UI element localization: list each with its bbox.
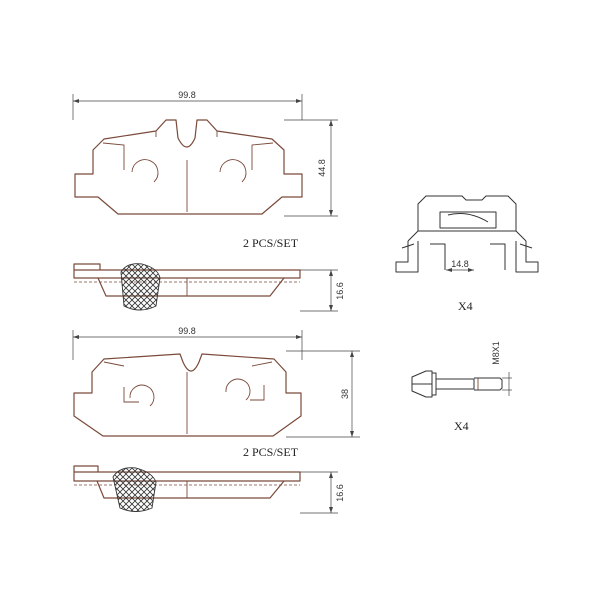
clip-width-dimension: 14.8 xyxy=(446,259,474,272)
front-pad-width-label: 99.8 xyxy=(178,90,196,100)
front-pad-thickness-dimension: 16.6 xyxy=(300,269,345,312)
front-pad-height-label: 44.8 xyxy=(317,159,327,177)
rear-pad-outline xyxy=(73,353,302,437)
rear-pad-height-dimension: 38 xyxy=(286,350,360,438)
rear-pad-height-label: 38 xyxy=(340,389,350,399)
front-pad-height-dimension: 44.8 xyxy=(284,119,338,217)
bolt-thread-label: M8X1 xyxy=(491,341,501,365)
front-pad-view: 99.8 44.8 2 PCS/SET xyxy=(72,90,338,250)
rear-pad-friction-section xyxy=(112,467,157,512)
rear-pad-set-label: 2 PCS/SET xyxy=(243,445,299,459)
bolt-quantity-label: X4 xyxy=(454,419,469,433)
front-pad-outline xyxy=(74,119,303,215)
rear-pad-width-dimension: 99.8 xyxy=(72,326,303,360)
clip-quantity-label: X4 xyxy=(458,299,473,313)
rear-pad-thickness-label: 16.6 xyxy=(335,484,345,502)
rear-pad-width-label: 99.8 xyxy=(178,326,196,336)
front-pad-thickness-label: 16.6 xyxy=(335,282,345,300)
bolt-view: M8X1 X4 xyxy=(411,341,512,433)
rear-pad-side-view: 16.6 xyxy=(73,465,345,514)
rear-pad-view: 99.8 38 2 PCS/SET xyxy=(72,326,360,459)
front-pad-set-label: 2 PCS/SET xyxy=(243,236,299,250)
bolt-thread-dimension: M8X1 xyxy=(491,341,512,396)
rear-pad-thickness-dimension: 16.6 xyxy=(300,471,345,514)
clip-view: 14.8 X4 xyxy=(395,195,539,313)
clip-dimension-label: 14.8 xyxy=(451,259,469,269)
front-pad-side-view: 16.6 xyxy=(73,263,345,312)
front-pad-friction-section xyxy=(120,263,161,311)
front-pad-width-dimension: 99.8 xyxy=(72,90,303,120)
